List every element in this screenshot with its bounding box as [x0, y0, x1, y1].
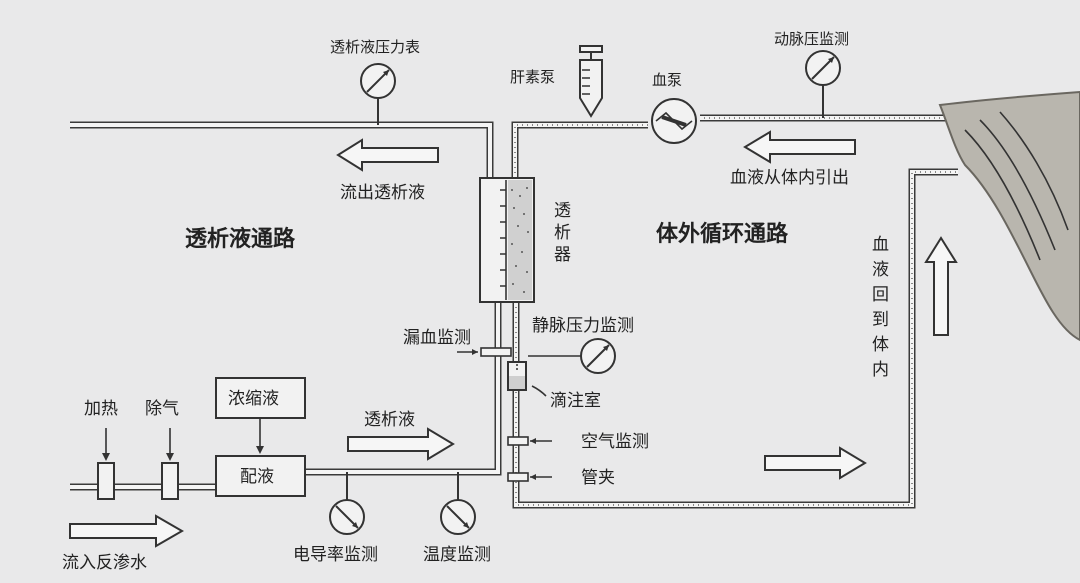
dialysate-inflow-arrow [347, 427, 455, 461]
label-blood-from-body: 血液从体内引出 [730, 168, 849, 188]
label-temperature-monitor: 温度监测 [423, 545, 491, 565]
conductivity-gauge [329, 472, 365, 535]
label-heparin-pump: 肝素泵 [510, 68, 555, 86]
label-blood-pump: 血泵 [652, 71, 682, 89]
label-clamp: 管夹 [581, 468, 615, 488]
dialysate-pressure-gauge [360, 63, 396, 125]
ro-water-inflow-arrow [69, 514, 185, 548]
mixing-box [215, 455, 306, 497]
patient-arm [938, 90, 1080, 342]
arterial-pressure-gauge [805, 50, 841, 118]
blood-from-body-arrow [743, 130, 856, 164]
heparin-pump-syringe [579, 45, 603, 118]
blood-leak-sensor [457, 347, 512, 357]
label-ro-water-inflow: 流入反渗水 [62, 553, 147, 573]
outflow-dialysate-arrow [336, 138, 439, 172]
arterial-blood-line [511, 114, 960, 178]
temperature-gauge [440, 472, 476, 535]
label-dialysate-circuit: 透析液通路 [185, 226, 296, 252]
label-degassing: 除气 [145, 399, 179, 419]
blood-return-up-arrow [924, 236, 958, 336]
label-heating: 加热 [84, 399, 118, 419]
label-arterial-pressure-monitor: 动脉压监测 [774, 30, 849, 48]
label-conductivity-monitor: 电导率监测 [293, 545, 378, 565]
venous-return-arrow [764, 446, 867, 480]
venous-clamp [507, 472, 552, 482]
label-venous-pressure-monitor: 静脉压力监测 [532, 316, 634, 336]
degasser-block [161, 428, 179, 500]
drip-chamber [507, 361, 547, 397]
dialysate-inflow-pipe [305, 302, 502, 476]
svg-text:血液回到体内: 血液回到体内 [872, 235, 889, 380]
dialyzer [479, 177, 535, 303]
label-air-monitor: 空气监测 [581, 432, 649, 452]
label-mixing: 配液 [240, 467, 274, 487]
label-blood-leak-monitor: 漏血监测 [403, 328, 471, 348]
dialysate-outflow-pipe [70, 121, 494, 180]
heater-block [97, 428, 115, 500]
label-drip-chamber: 滴注室 [550, 391, 601, 411]
label-concentrate: 浓缩液 [228, 389, 279, 409]
blood-pump [651, 98, 697, 144]
svg-text:透析器: 透析器 [554, 201, 571, 265]
label-outflow-dialysate: 流出透析液 [340, 183, 425, 203]
label-dialyzer: 透析器 [554, 201, 571, 265]
label-blood-return: 血液回到体内 [872, 235, 889, 380]
concentrate-box [215, 377, 306, 454]
label-dialysate-pressure-gauge: 透析液压力表 [330, 38, 420, 56]
air-detector [507, 436, 552, 446]
venous-pressure-gauge [528, 338, 616, 374]
label-dialysate: 透析液 [364, 410, 415, 430]
label-extracorporeal-circuit: 体外循环通路 [656, 221, 789, 247]
